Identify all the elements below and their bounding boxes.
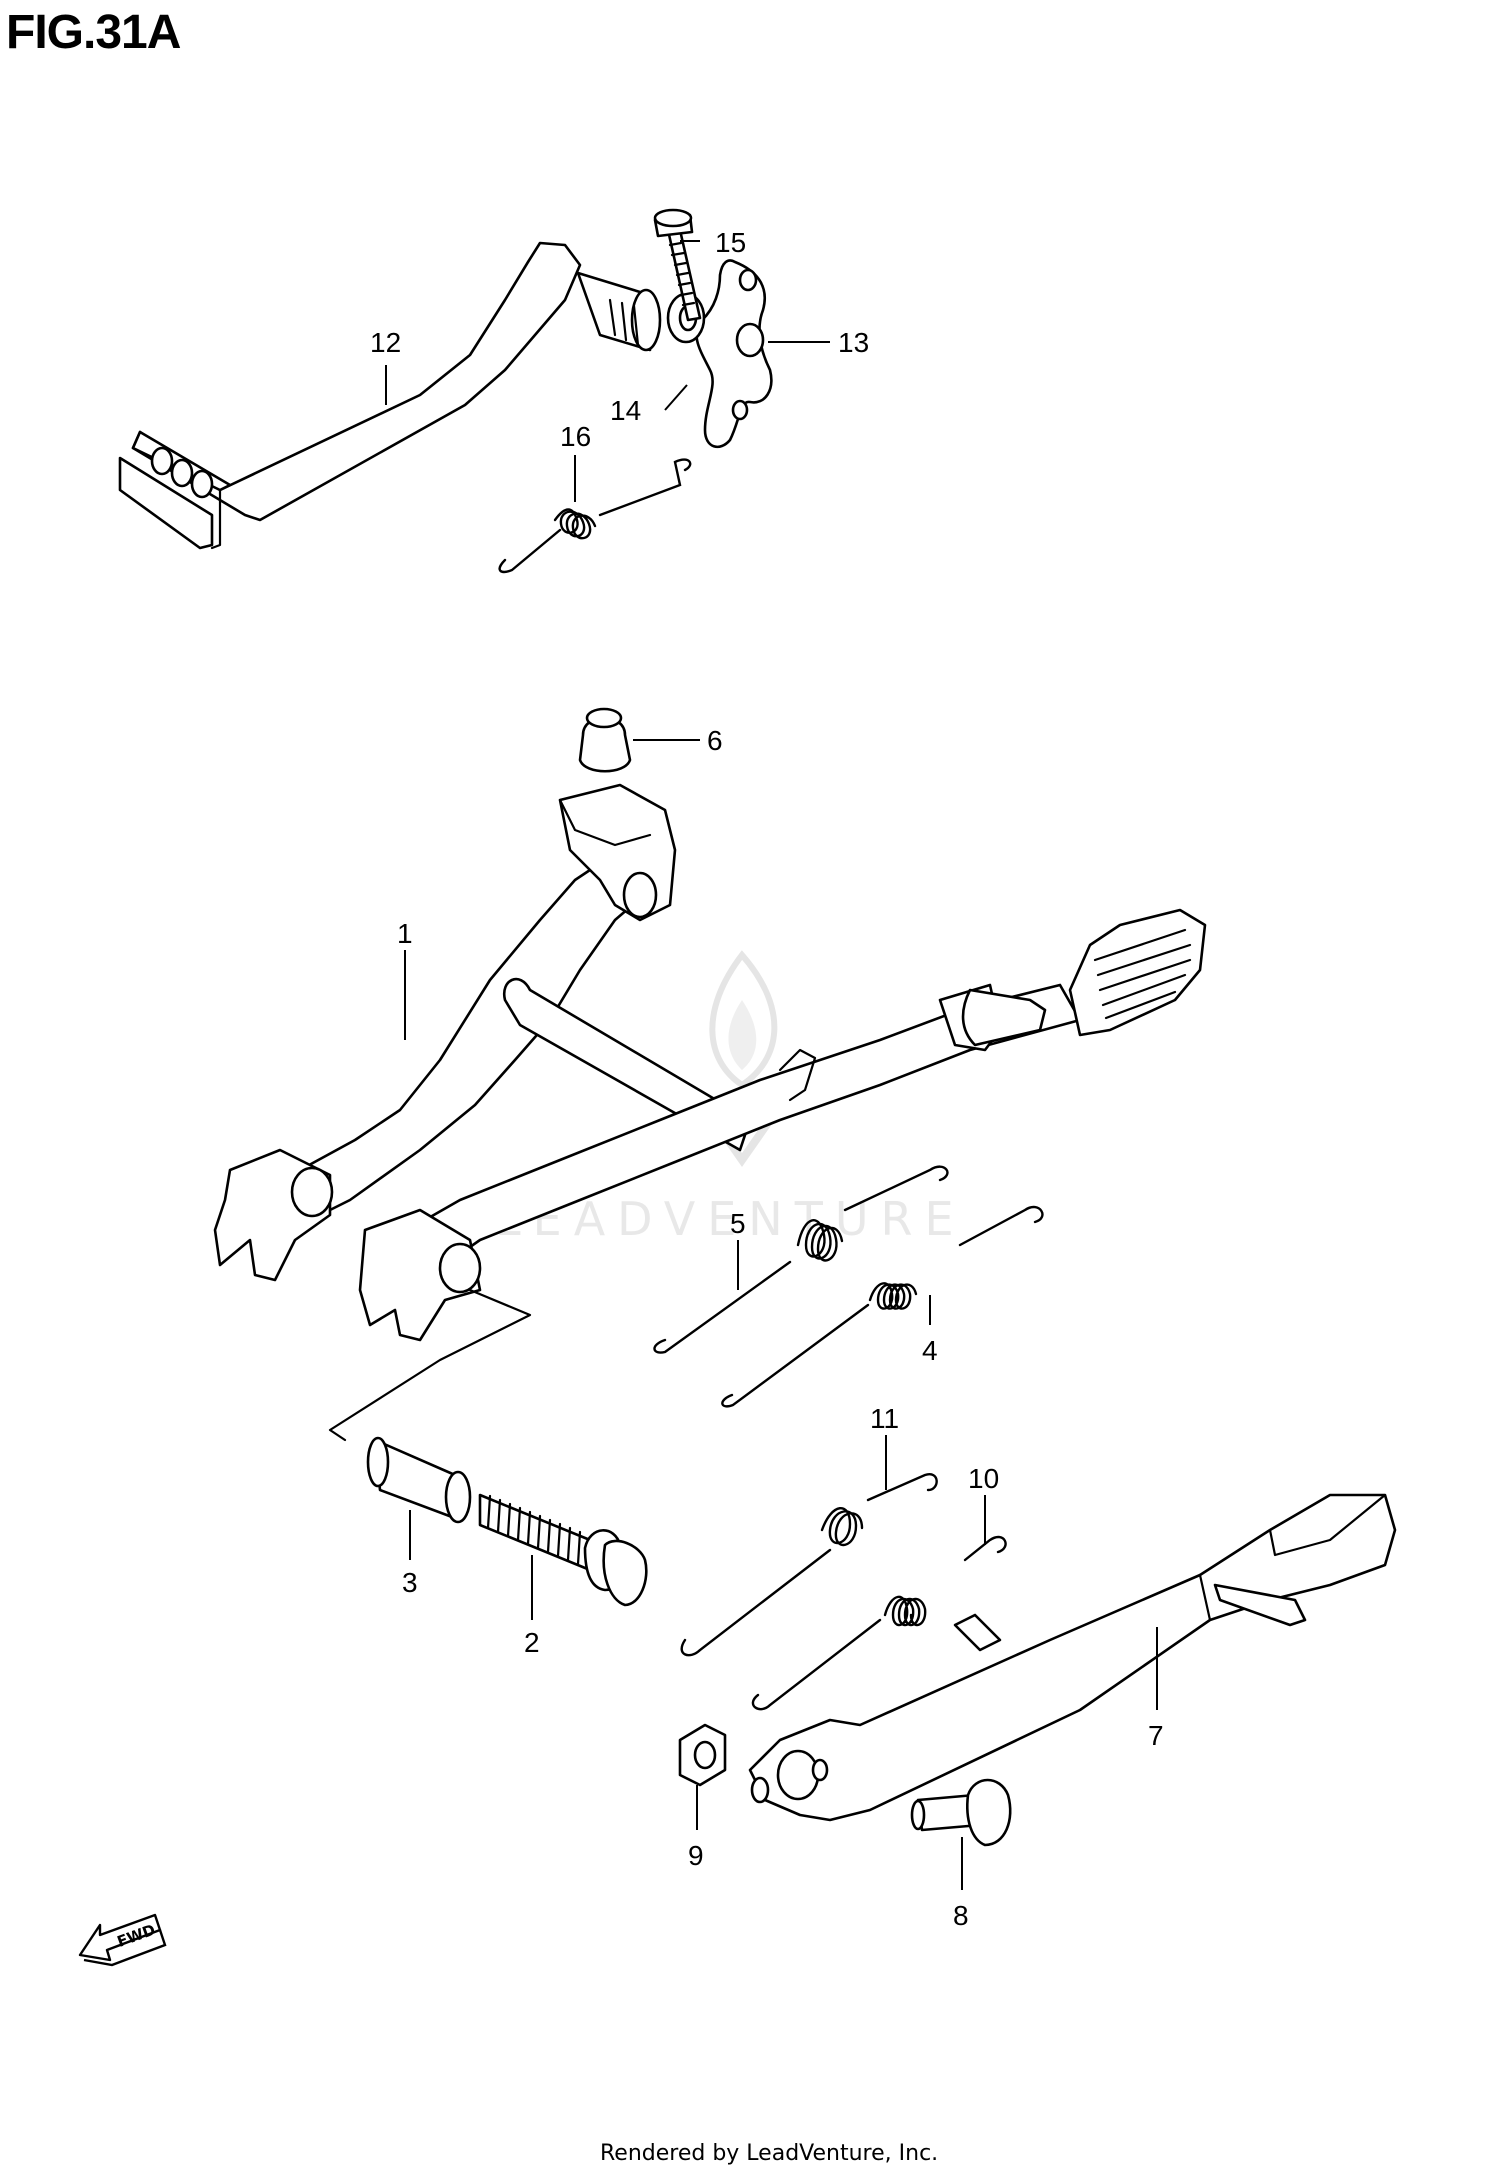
callout-4: 4 (922, 1335, 938, 1366)
callout-16: 16 (560, 421, 591, 452)
callout-15: 15 (715, 227, 746, 258)
callout-13: 13 (838, 327, 869, 358)
callouts: 15 13 14 12 16 6 1 5 4 3 2 11 10 7 9 8 (370, 227, 1164, 1931)
part-12-brake-pedal (118, 241, 662, 550)
callout-6: 6 (707, 725, 723, 756)
forward-arrow-icon: FWD (78, 1913, 167, 1967)
part-1-center-stand (213, 783, 1207, 1342)
part-3-collar (366, 1436, 472, 1524)
part-15-bolt (653, 208, 702, 322)
callout-14: 14 (610, 395, 641, 426)
part-2-bolt (478, 1493, 648, 1607)
fwd-label: FWD (115, 1921, 158, 1951)
callout-9: 9 (688, 1840, 704, 1871)
callout-7: 7 (1148, 1720, 1164, 1751)
leader-lines (385, 240, 1158, 1890)
part-11-spring (680, 1473, 938, 1657)
part-7-side-stand (748, 1493, 1397, 1822)
part-9-nut (678, 1723, 727, 1787)
callout-11: 11 (870, 1403, 899, 1434)
footer-credit: Rendered by LeadVenture, Inc. (600, 2141, 938, 2166)
part-5-spring (653, 1165, 949, 1354)
callout-1: 1 (397, 918, 413, 949)
pin-axis-line (328, 1288, 532, 1442)
part-13-brake-arm (695, 259, 773, 449)
part-8-pivot-bolt (910, 1778, 1012, 1847)
callout-2: 2 (524, 1627, 540, 1658)
callout-3: 3 (402, 1567, 418, 1598)
part-16-spring (498, 458, 692, 574)
figure-title: FIG.31A (6, 6, 181, 59)
callout-10: 10 (968, 1463, 999, 1494)
part-4-spring (721, 1205, 1044, 1408)
part-10-spring (751, 1535, 1007, 1711)
callout-5: 5 (730, 1208, 746, 1239)
part-6-stopper (578, 707, 632, 773)
callout-12: 12 (370, 327, 401, 358)
callout-8: 8 (953, 1900, 969, 1931)
